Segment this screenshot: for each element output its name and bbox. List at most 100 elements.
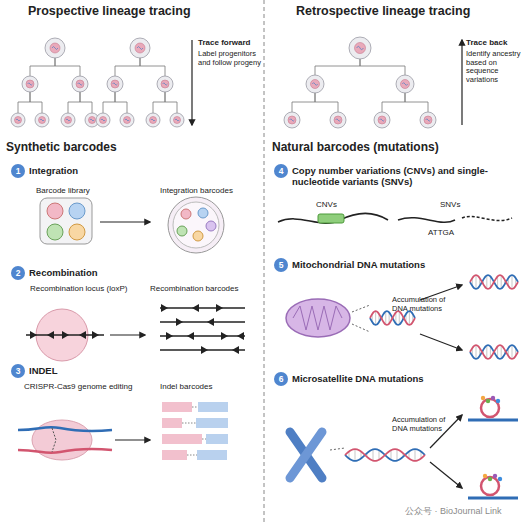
- cell-nucleus: [135, 43, 145, 53]
- watermark: 公众号 · BioJournal Link: [405, 506, 502, 516]
- helix-rung: [355, 449, 356, 461]
- process-arrow: [420, 334, 462, 350]
- loxp-site: [201, 346, 208, 354]
- drawing-part: [290, 432, 322, 478]
- barcode-line: [160, 307, 245, 308]
- indel-gap: [182, 423, 196, 424]
- step-marker: 6Microsatellite DNA mutations: [274, 372, 424, 386]
- cell: [349, 37, 371, 59]
- indel-gap: [192, 407, 198, 408]
- section-heading: Integration: [29, 164, 78, 178]
- crispr-dna: [18, 420, 112, 460]
- dna-helices: [345, 275, 518, 498]
- loxp-site: [207, 318, 214, 326]
- step-marker: 5Mitochondrial DNA mutations: [274, 258, 426, 272]
- drawing-part: [30, 331, 99, 339]
- helix-strand: [370, 311, 415, 325]
- dna-mark: [28, 83, 33, 85]
- dna-strand: [468, 497, 518, 500]
- drawing-part: [181, 209, 191, 219]
- cell-nucleus: [111, 80, 119, 88]
- dna-mark: [290, 119, 295, 121]
- cell: [396, 75, 414, 93]
- cell-nucleus: [311, 80, 320, 89]
- zoom-line: [352, 305, 370, 312]
- repeat-unit: [491, 396, 495, 400]
- loxp-site: [30, 331, 37, 339]
- repeat-unit: [483, 474, 487, 478]
- helix-strand: [370, 311, 415, 325]
- annotation-label: Recombination locus (loxP): [30, 284, 127, 293]
- repeat-unit: [496, 399, 500, 403]
- drawing-part: [168, 197, 224, 253]
- cell: [306, 75, 324, 93]
- trace-arrow: [191, 40, 192, 125]
- dna-mark: [125, 119, 129, 121]
- dna-mark: [163, 83, 168, 85]
- barcode-plate: [40, 198, 92, 244]
- zoom-line: [330, 448, 345, 450]
- helix-rung: [397, 449, 398, 460]
- slippage-loop: [481, 477, 499, 495]
- step-marker: 3INDEL: [11, 364, 58, 378]
- cell-nucleus: [424, 116, 432, 124]
- helix-rung: [486, 345, 487, 358]
- helix-strand: [345, 449, 425, 461]
- annotation-label: CNVs: [316, 200, 337, 209]
- barcode-segment: [162, 434, 202, 444]
- loxp-site: [221, 332, 228, 340]
- loxp-locus: [26, 309, 104, 361]
- process-arrow: [110, 334, 145, 335]
- cell-nucleus: [174, 117, 181, 124]
- cell: [11, 113, 25, 127]
- dna-mark: [52, 47, 58, 50]
- loxp-site: [237, 332, 244, 340]
- dna-mark: [426, 119, 431, 121]
- barcode-segment: [162, 450, 187, 460]
- cell-nucleus: [378, 116, 386, 124]
- barcode-segment: [197, 450, 227, 460]
- helix-rung: [399, 311, 400, 324]
- trace-arrow: [461, 40, 462, 125]
- loxp-site: [176, 318, 183, 326]
- process-arrow: [115, 439, 150, 440]
- drawing-part: [69, 203, 85, 219]
- repeat-unit: [488, 477, 492, 481]
- helix-rung: [385, 311, 386, 324]
- drawing-part: [278, 213, 388, 223]
- helix-rung: [373, 449, 374, 460]
- panel-title: Synthetic barcodes: [6, 141, 117, 155]
- annotation-label: Accumulation of DNA mutations: [392, 416, 462, 433]
- dna-mark: [380, 119, 385, 121]
- drawing-part: [462, 216, 512, 220]
- dna-mark: [16, 119, 20, 121]
- barcode-segment: [162, 402, 192, 412]
- cell: [284, 112, 300, 128]
- dna-strand: [18, 427, 112, 431]
- cell-nucleus: [401, 80, 410, 89]
- loxp-site: [92, 331, 99, 339]
- dna-mark: [113, 83, 118, 85]
- dna-strand: [18, 449, 112, 453]
- section-heading: Copy number variations (CNVs) and single…: [292, 165, 522, 188]
- cell: [130, 38, 150, 58]
- helix-rung: [391, 450, 392, 460]
- lineage-trees: [11, 37, 436, 128]
- dna-mark: [40, 119, 44, 121]
- dna-mark: [78, 83, 83, 85]
- helix-strand: [470, 275, 518, 289]
- snv-strand: [398, 216, 512, 222]
- dna-mark: [336, 119, 341, 121]
- step-marker: 4Copy number variations (CNVs) and singl…: [274, 164, 522, 188]
- cell-nucleus: [150, 117, 157, 124]
- cell: [45, 38, 65, 58]
- loxp-site: [216, 304, 223, 312]
- annotation-label: ATTGA: [428, 228, 454, 237]
- drawing-part: [40, 198, 92, 244]
- helix-rung: [409, 311, 410, 325]
- cell-nucleus: [65, 117, 72, 124]
- callout-number: 5: [274, 258, 288, 272]
- callout-number: 2: [11, 266, 25, 280]
- dna-mark: [151, 119, 155, 121]
